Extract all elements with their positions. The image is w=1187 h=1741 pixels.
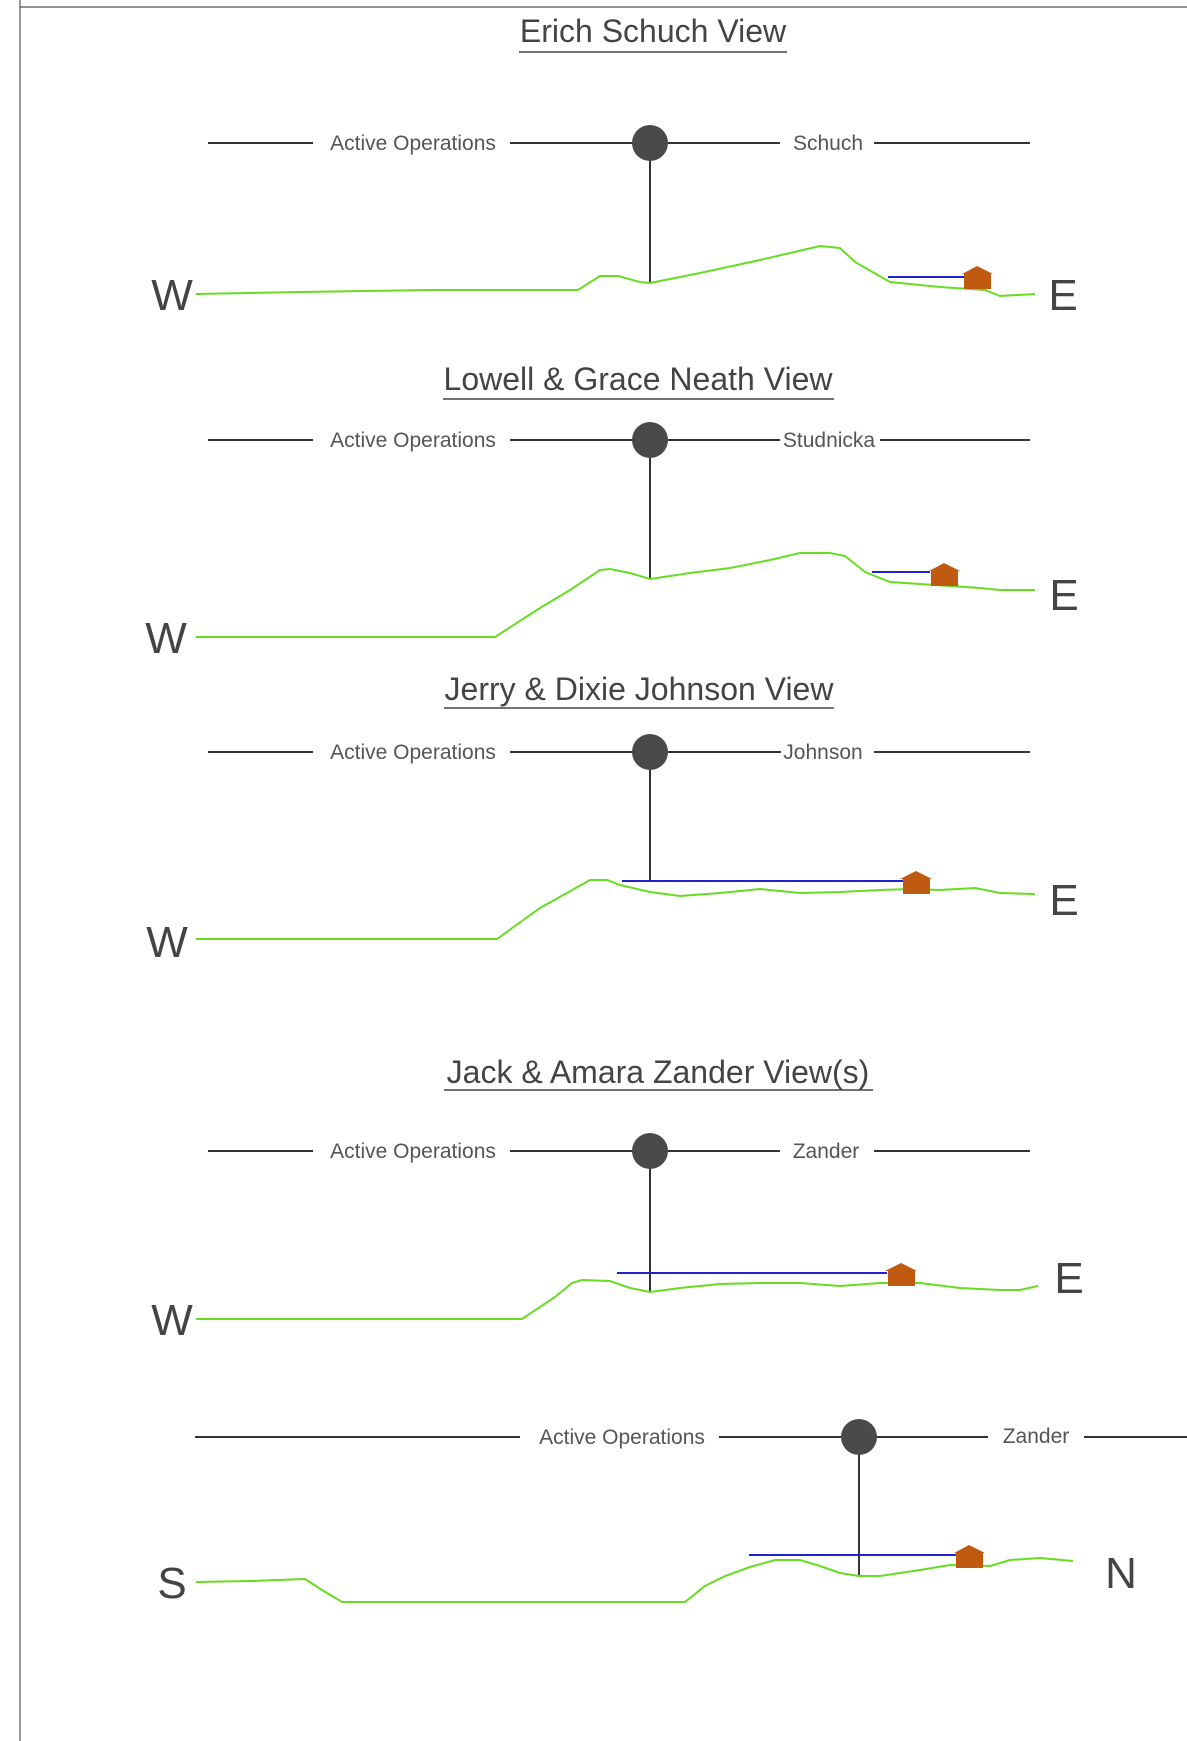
west-label: W [151, 271, 193, 320]
observation-point [632, 422, 668, 458]
observation-point [632, 734, 668, 770]
west-label: W [145, 614, 187, 663]
north-label: N [1105, 1549, 1137, 1598]
west-label: W [151, 1296, 193, 1345]
house-icon [962, 266, 993, 289]
observation-point [632, 125, 668, 161]
right-label: Johnson [783, 741, 862, 764]
panel-title: Jack & Amara Zander View(s) [447, 1054, 870, 1090]
panel-johnson: Jerry & Dixie Johnson View Active Operat… [146, 671, 1078, 967]
left-label: Active Operations [539, 1426, 705, 1449]
page-frame [19, 0, 1187, 1741]
terrain-profile [195, 1556, 1074, 1603]
panel-title: Erich Schuch View [520, 13, 787, 49]
left-label: Active Operations [330, 429, 496, 452]
right-label: Zander [793, 1140, 860, 1163]
east-label: E [1054, 1254, 1083, 1303]
east-label: E [1049, 571, 1078, 620]
house-icon [900, 871, 932, 894]
panel-zander-we: Jack & Amara Zander View(s) Active Opera… [151, 1054, 1083, 1345]
panel-title: Lowell & Grace Neath View [444, 361, 834, 397]
right-label: Studnicka [783, 429, 876, 452]
observation-point [841, 1419, 877, 1455]
terrain-profile [196, 879, 1036, 940]
terrain-profile [196, 552, 1035, 638]
terrain-profile [195, 244, 1036, 298]
panel-schuch: Erich Schuch View Active Operations Schu… [151, 13, 1077, 320]
west-label: W [146, 918, 188, 967]
east-label: E [1049, 876, 1078, 925]
left-label: Active Operations [330, 741, 496, 764]
south-label: S [157, 1559, 186, 1608]
panel-zander-sn: Active Operations Zander S N [157, 1419, 1187, 1608]
left-label: Active Operations [330, 132, 496, 155]
house-icon [885, 1263, 917, 1286]
terrain-profile [196, 1278, 1039, 1320]
house-icon [954, 1545, 985, 1568]
right-label: Schuch [793, 132, 863, 155]
panel-title: Jerry & Dixie Johnson View [445, 671, 835, 707]
left-label: Active Operations [330, 1140, 496, 1163]
panel-neath: Lowell & Grace Neath View Active Operati… [145, 361, 1078, 663]
observation-point [632, 1133, 668, 1169]
house-icon [929, 563, 960, 586]
east-label: E [1048, 271, 1077, 320]
right-label: Zander [1003, 1425, 1070, 1448]
